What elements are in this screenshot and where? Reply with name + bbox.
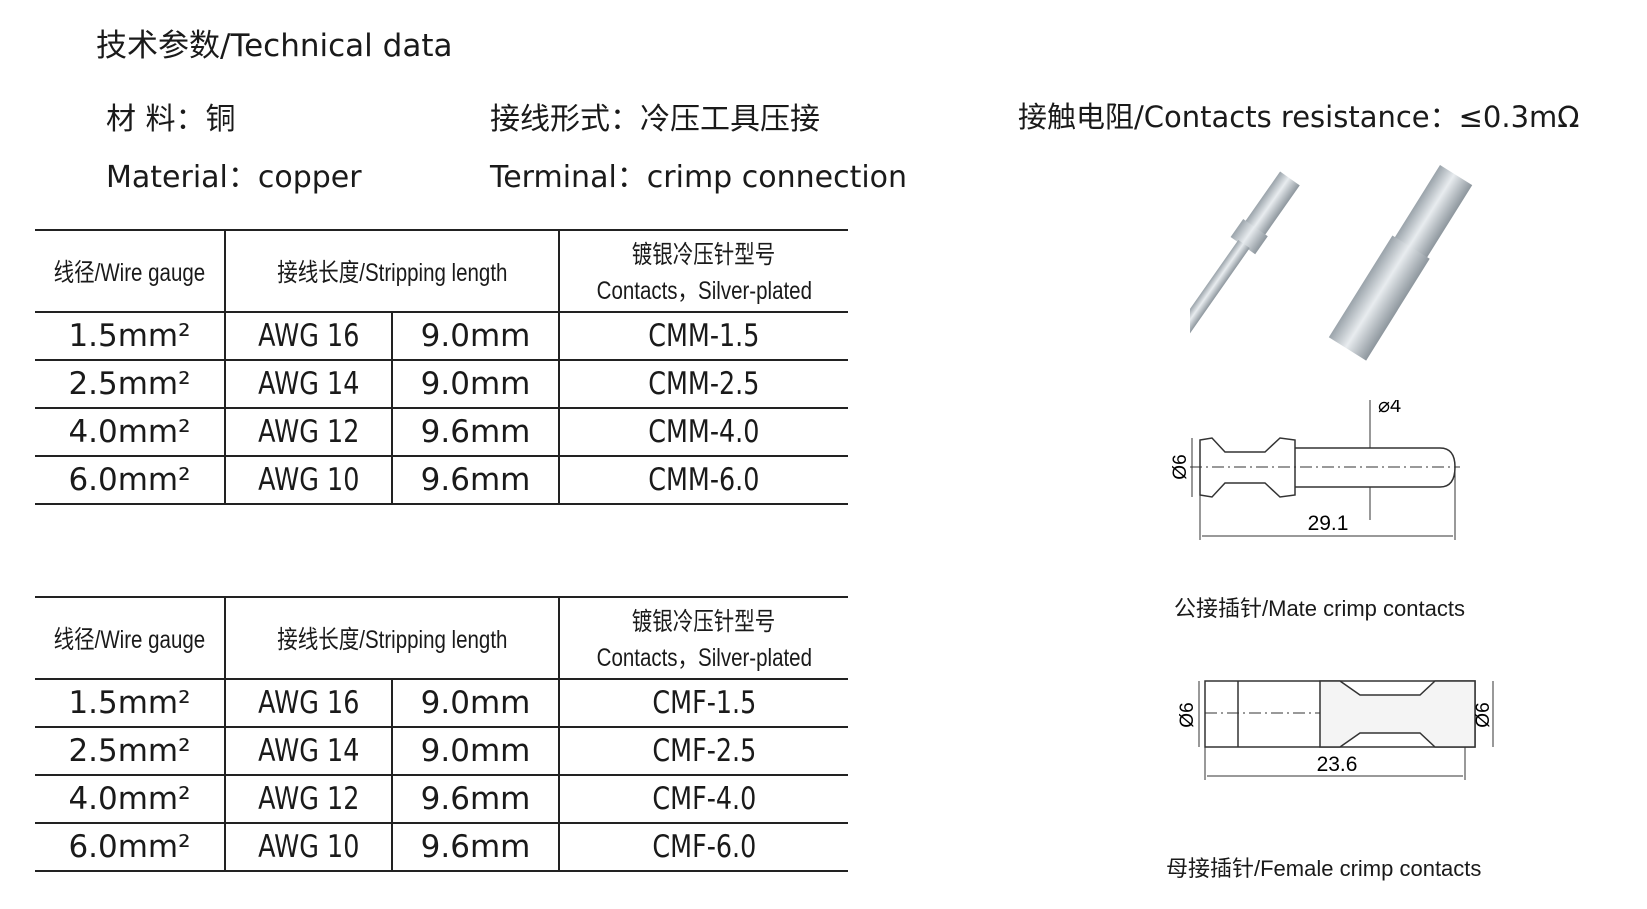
material-en: Material：copper bbox=[106, 160, 362, 195]
male-length: 29.1 bbox=[1308, 512, 1349, 535]
header-contacts-en: Contacts，Silver-plated bbox=[596, 644, 812, 672]
header-stripping-length: 接线长度/Stripping length bbox=[276, 626, 508, 654]
male-pin-diameter: ⌀4 bbox=[1378, 400, 1401, 417]
material-cn: 材 料：铜 bbox=[106, 102, 236, 137]
female-right-diameter: Ø6 bbox=[1473, 702, 1494, 727]
table-row: 4.0mm² AWG 12 9.6mm CMM-4.0 bbox=[35, 407, 848, 457]
male-head-diameter: Ø6 bbox=[1170, 454, 1191, 479]
terminal-en: Terminal：crimp connection bbox=[490, 160, 908, 195]
header-stripping-length: 接线长度/Stripping length bbox=[276, 259, 508, 287]
cell-awg: AWG 14 bbox=[257, 733, 360, 769]
crimp-contacts-photo bbox=[1190, 165, 1473, 361]
table-header: 线径/Wire gauge 接线长度/Stripping length 镀银冷压… bbox=[35, 229, 848, 313]
cell-model: CMF-4.0 bbox=[652, 781, 756, 817]
cell-length: 9.0mm bbox=[391, 678, 559, 728]
cell-gauge: 1.5mm² bbox=[35, 311, 225, 361]
cell-model: CMF-6.0 bbox=[652, 829, 756, 865]
cell-model: CMM-1.5 bbox=[648, 318, 760, 354]
cell-gauge: 6.0mm² bbox=[35, 455, 225, 505]
cell-awg: AWG 14 bbox=[257, 366, 360, 402]
table-row: 2.5mm² AWG 14 9.0mm CMM-2.5 bbox=[35, 359, 848, 409]
header-contacts-cn: 镀银冷压针型号 bbox=[632, 241, 776, 269]
female-contacts-table: 线径/Wire gauge 接线长度/Stripping length 镀银冷压… bbox=[35, 596, 848, 872]
cell-model: CMF-2.5 bbox=[652, 733, 756, 769]
female-pin-image bbox=[1328, 165, 1473, 361]
cell-awg: AWG 10 bbox=[257, 829, 360, 865]
cell-length: 9.0mm bbox=[391, 726, 559, 776]
cell-gauge: 6.0mm² bbox=[35, 822, 225, 872]
table-header: 线径/Wire gauge 接线长度/Stripping length 镀银冷压… bbox=[35, 596, 848, 680]
table-row: 2.5mm² AWG 14 9.0mm CMF-2.5 bbox=[35, 726, 848, 776]
male-contact-drawing: Ø6 ⌀4 29.1 bbox=[1170, 400, 1460, 540]
table-row: 6.0mm² AWG 10 9.6mm CMF-6.0 bbox=[35, 822, 848, 872]
header-wire-gauge: 线径/Wire gauge bbox=[53, 626, 206, 654]
cell-gauge: 4.0mm² bbox=[35, 774, 225, 824]
male-pin-image bbox=[1190, 171, 1300, 347]
female-contact-drawing: Ø6 Ø6 23.6 bbox=[1177, 680, 1494, 780]
table-row: 1.5mm² AWG 16 9.0mm CMF-1.5 bbox=[35, 678, 848, 728]
cell-gauge: 2.5mm² bbox=[35, 726, 225, 776]
cell-length: 9.6mm bbox=[391, 774, 559, 824]
cell-length: 9.6mm bbox=[391, 407, 559, 457]
header-contacts-cn: 镀银冷压针型号 bbox=[632, 608, 776, 636]
male-contacts-table: 线径/Wire gauge 接线长度/Stripping length 镀银冷压… bbox=[35, 229, 848, 505]
cell-gauge: 4.0mm² bbox=[35, 407, 225, 457]
cell-awg: AWG 16 bbox=[257, 685, 360, 721]
cell-awg: AWG 10 bbox=[257, 462, 360, 498]
cell-awg: AWG 16 bbox=[257, 318, 360, 354]
terminal-cn: 接线形式：冷压工具压接 bbox=[490, 102, 820, 137]
cell-model: CMM-2.5 bbox=[648, 366, 760, 402]
cell-length: 9.6mm bbox=[391, 455, 559, 505]
cell-length: 9.0mm bbox=[391, 311, 559, 361]
cell-model: CMM-6.0 bbox=[648, 462, 760, 498]
cell-awg: AWG 12 bbox=[257, 414, 360, 450]
female-length: 23.6 bbox=[1317, 753, 1358, 776]
cell-model: CMF-1.5 bbox=[652, 685, 756, 721]
table-row: 4.0mm² AWG 12 9.6mm CMF-4.0 bbox=[35, 774, 848, 824]
header-wire-gauge: 线径/Wire gauge bbox=[53, 259, 206, 287]
table-row: 1.5mm² AWG 16 9.0mm CMM-1.5 bbox=[35, 311, 848, 361]
contact-resistance: 接触电阻/Contacts resistance：≤0.3mΩ bbox=[1018, 100, 1580, 134]
cell-gauge: 1.5mm² bbox=[35, 678, 225, 728]
cell-model: CMM-4.0 bbox=[648, 414, 760, 450]
male-caption: 公接插针/Mate crimp contacts bbox=[1174, 596, 1465, 621]
cell-gauge: 2.5mm² bbox=[35, 359, 225, 409]
female-left-diameter: Ø6 bbox=[1177, 702, 1198, 727]
header-contacts-en: Contacts，Silver-plated bbox=[596, 277, 812, 305]
page-title: 技术参数/Technical data bbox=[96, 28, 453, 64]
cell-length: 9.0mm bbox=[391, 359, 559, 409]
cell-length: 9.6mm bbox=[391, 822, 559, 872]
cell-awg: AWG 12 bbox=[257, 781, 360, 817]
table-row: 6.0mm² AWG 10 9.6mm CMM-6.0 bbox=[35, 455, 848, 505]
female-caption: 母接插针/Female crimp contacts bbox=[1166, 856, 1482, 881]
